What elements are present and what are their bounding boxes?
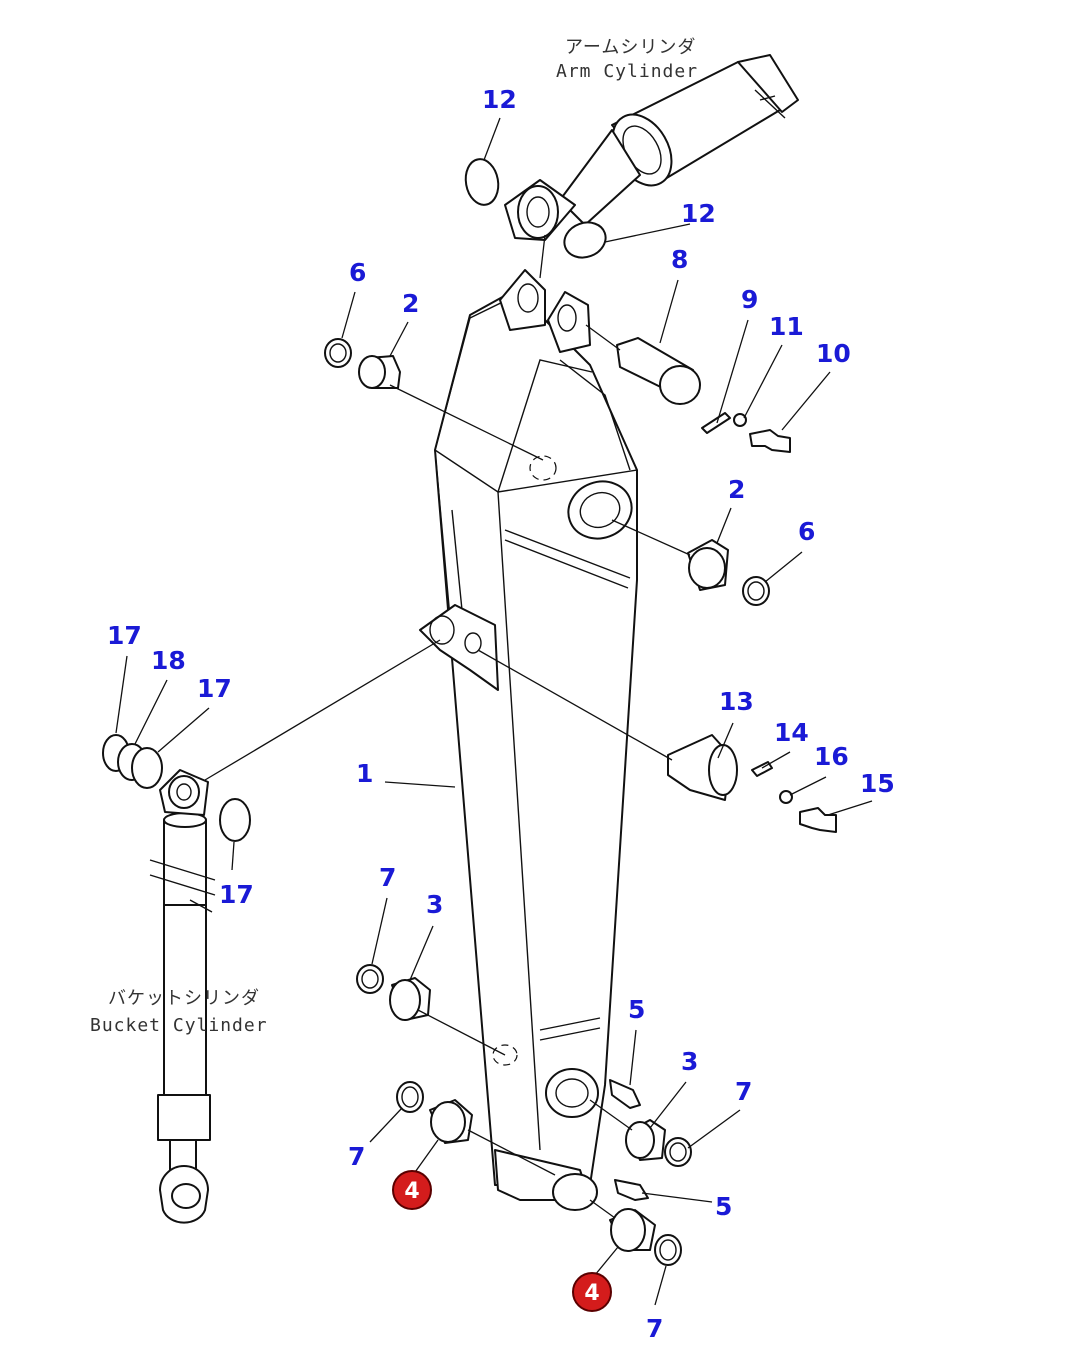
arm-cylinder-caption-jp: アームシリンダ [565,37,696,58]
arm-cylinder-caption-en: Arm Cylinder [556,61,698,82]
highlight-4-label: 4 [404,1179,419,1204]
callout-5[interactable]: 5 [715,1192,732,1221]
callout-7[interactable]: 7 [348,1142,365,1171]
highlight-callout-4[interactable]: 4 [392,1170,432,1210]
callout-2[interactable]: 2 [402,289,419,318]
callout-1[interactable]: 1 [356,759,373,788]
arm-body [419,269,638,1211]
callout-11[interactable]: 11 [769,312,804,341]
callout-12[interactable]: 12 [482,85,517,114]
callout-6[interactable]: 6 [349,258,366,287]
callout-17[interactable]: 17 [107,621,142,650]
highlight-callout-4[interactable]: 4 [572,1272,612,1312]
callout-18[interactable]: 18 [151,646,186,675]
bucket-cylinder-caption-jp: バケットシリンダ [108,988,260,1009]
callout-16[interactable]: 16 [814,742,849,771]
bucket-cylinder-caption-en: Bucket Cylinder [90,1015,268,1036]
callout-17[interactable]: 17 [197,674,232,703]
callouts: 1 2 2 3 3 5 5 6 6 7 7 7 7 8 9 10 11 12 1… [107,85,895,1343]
callout-3[interactable]: 3 [681,1047,698,1076]
callout-2[interactable]: 2 [728,475,745,504]
callout-7[interactable]: 7 [735,1077,752,1106]
callout-12[interactable]: 12 [681,199,716,228]
callout-6[interactable]: 6 [798,517,815,546]
callout-17[interactable]: 17 [219,880,254,909]
arm-cylinder [504,54,799,241]
callout-10[interactable]: 10 [816,339,851,368]
callout-7[interactable]: 7 [646,1314,663,1343]
callout-5[interactable]: 5 [628,995,645,1024]
small-parts [102,158,837,1266]
assembly-lines [204,234,691,1219]
leader-lines [115,117,873,1306]
callout-3[interactable]: 3 [426,890,443,919]
highlight-4-label: 4 [584,1281,599,1306]
callout-13[interactable]: 13 [719,687,754,716]
bucket-cylinder [149,769,216,1224]
callout-14[interactable]: 14 [774,718,809,747]
callout-15[interactable]: 15 [860,769,895,798]
callout-8[interactable]: 8 [671,245,688,274]
callout-9[interactable]: 9 [741,285,758,314]
callout-7[interactable]: 7 [379,863,396,892]
